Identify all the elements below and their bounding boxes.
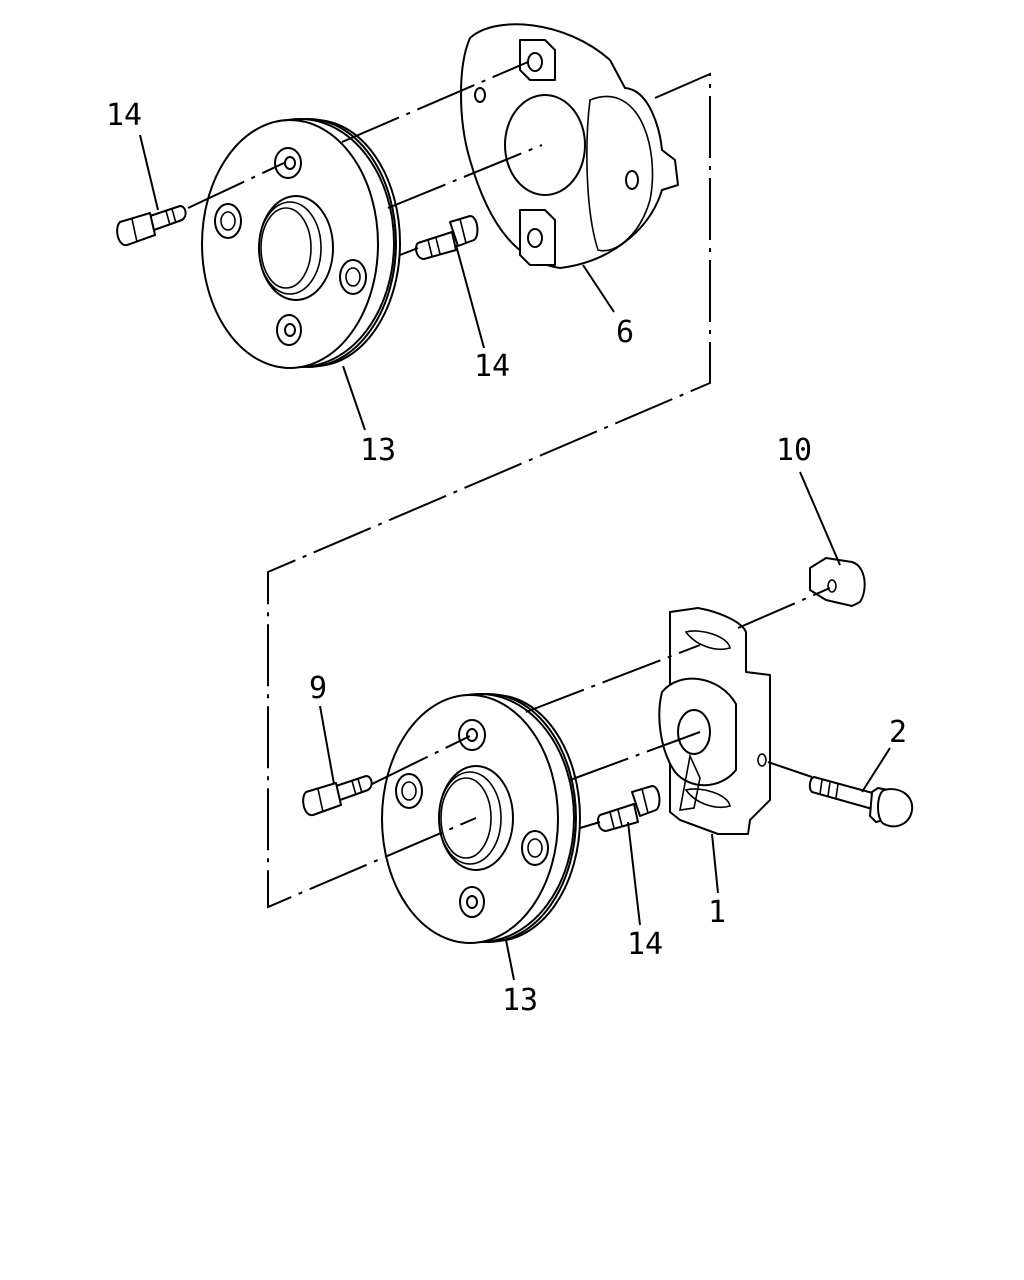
callout-13-bottom: 13 — [502, 983, 538, 1018]
bracket-6 — [460, 23, 679, 269]
bolt-2 — [808, 776, 914, 828]
callout-10: 10 — [776, 433, 812, 468]
bolt-14-top-left — [116, 205, 187, 247]
top-centerlines — [187, 61, 543, 256]
callout-6: 6 — [616, 315, 634, 350]
callout-2: 2 — [889, 715, 907, 750]
bolt-9 — [302, 775, 373, 817]
block-10 — [809, 557, 866, 607]
leader-lines — [139, 134, 891, 981]
callout-9: 9 — [309, 671, 327, 706]
coupling-disc-13-top — [201, 118, 401, 369]
bolt-14-top-mid — [415, 215, 479, 260]
callout-1: 1 — [708, 895, 726, 930]
yoke-1 — [658, 607, 771, 835]
callout-14-bottom: 14 — [627, 927, 663, 962]
callout-14-top-mid: 14 — [474, 349, 510, 384]
assembly-frame-line — [267, 72, 711, 909]
callout-13-top: 13 — [360, 433, 396, 468]
coupling-disc-13-bottom — [381, 693, 581, 944]
bottom-centerlines — [371, 587, 831, 829]
callout-14-top-left: 14 — [106, 98, 142, 133]
